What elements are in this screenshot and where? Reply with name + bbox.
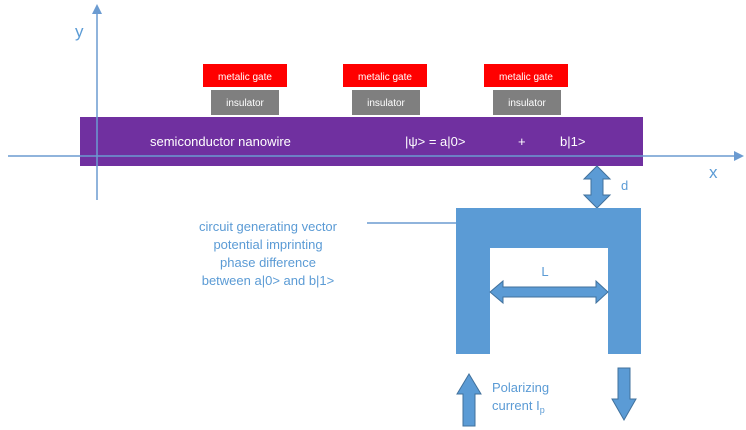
circuit-top-bar: [490, 208, 608, 248]
insulator-label: insulator: [367, 98, 405, 109]
gate-stack-1: metalic gate insulator: [203, 64, 287, 115]
current-subscript: p: [540, 405, 545, 415]
circuit-description-line: phase difference: [220, 255, 316, 270]
metallic-gate: [203, 64, 287, 87]
semiconductor-nanowire: [80, 117, 643, 166]
current-label-text: current I: [492, 398, 540, 413]
circuit-right-leg: [608, 208, 641, 354]
circuit-left-leg: [456, 208, 490, 354]
gate-stack-3: metalic gate insulator: [484, 64, 568, 115]
insulator: [352, 90, 420, 115]
insulator: [493, 90, 561, 115]
metallic-gate-label: metalic gate: [499, 72, 553, 83]
distance-label: d: [621, 178, 628, 193]
length-label: L: [541, 264, 548, 279]
insulator-label: insulator: [226, 98, 264, 109]
circuit-description: circuit generating vector potential impr…: [199, 219, 338, 288]
plus-sign: +: [518, 134, 526, 149]
insulator-label: insulator: [508, 98, 546, 109]
nanowire-label: semiconductor nanowire: [150, 134, 291, 149]
metallic-gate: [484, 64, 568, 87]
metallic-gate-label: metalic gate: [218, 72, 272, 83]
state-b-label: b|1>: [560, 134, 585, 149]
current-label-line2: current Ip: [492, 398, 545, 415]
y-axis-label: y: [75, 22, 84, 41]
x-axis-label: x: [709, 163, 718, 182]
current-up-arrow: [456, 373, 482, 427]
metallic-gate-label: metalic gate: [358, 72, 412, 83]
circuit: [456, 208, 641, 354]
distance-double-arrow: [582, 165, 612, 209]
gate-stack-2: metalic gate insulator: [343, 64, 427, 115]
metallic-gate: [343, 64, 427, 87]
circuit-description-line: between a|0> and b|1>: [202, 273, 335, 288]
circuit-description-line: circuit generating vector: [199, 219, 338, 234]
insulator: [211, 90, 279, 115]
current-down-arrow: [611, 367, 637, 422]
length-double-arrow: [489, 279, 609, 305]
current-label-line1: Polarizing: [492, 380, 549, 395]
circuit-description-line: potential imprinting: [213, 237, 322, 252]
wavefunction-label: |ψ> = a|0>: [405, 134, 465, 149]
